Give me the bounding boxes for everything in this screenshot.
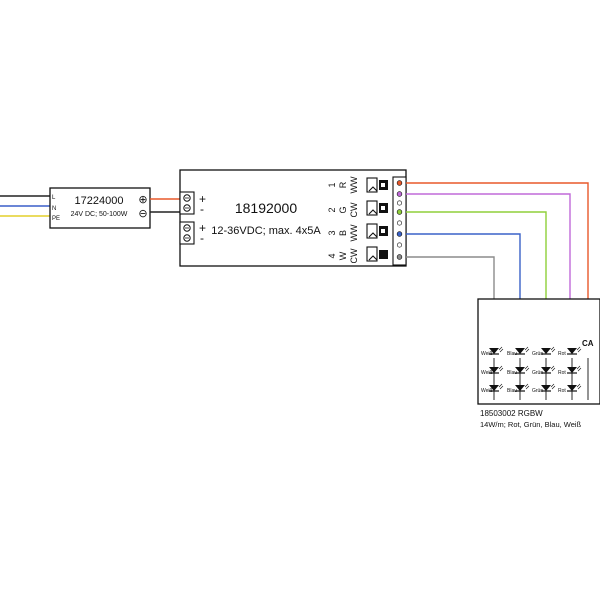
- strip-part-number: 18503002 RGBW: [480, 409, 543, 418]
- input-minus-bottom: -: [200, 231, 204, 245]
- controller-part-number: 18192000: [235, 200, 298, 216]
- led-diode: [515, 346, 530, 355]
- psu-spec: 24V DC; 50-100W: [71, 211, 128, 218]
- led-label-blau-2: Blau: [507, 370, 517, 376]
- led-diode: [567, 383, 582, 392]
- terminal-pin-2: [396, 191, 403, 197]
- channel-3-label: 3: [327, 230, 337, 235]
- channel-1-label: 1: [327, 182, 337, 187]
- switch-channel-1[interactable]: [366, 177, 388, 193]
- switch-channel-2[interactable]: [366, 200, 388, 216]
- input-terminal-top: [179, 191, 195, 215]
- terminal-pin-4: [396, 231, 403, 237]
- channel-2-code: G: [338, 206, 348, 213]
- led-diode: [489, 365, 504, 374]
- psu-part-number: 17224000: [75, 195, 124, 207]
- controller-spec: 12-36VDC; max. 4x5A: [211, 225, 321, 237]
- led-label-weiss-2: Weiß: [481, 370, 493, 376]
- led-diode: [489, 383, 504, 392]
- controller-box: [179, 169, 407, 267]
- led-strip: CA Weiß Blau Grün Rot Weiß Blau Grün Rot…: [477, 298, 600, 429]
- channel-labels: 1 R WW 2 G CW 3 B WW 4 W CW: [327, 176, 359, 263]
- mains-label-pe: PE: [52, 216, 60, 222]
- common-anode-label: CA: [582, 339, 594, 348]
- switch-channel-4[interactable]: [366, 246, 388, 262]
- output-terminal: [392, 176, 407, 266]
- channel-4-label: 4: [327, 253, 337, 258]
- input-terminal-bottom: [179, 221, 195, 245]
- terminal-pin-1: [396, 180, 403, 186]
- led-label-weiss-3: Weiß: [481, 388, 493, 394]
- led-label-gruen-3: Grün: [532, 388, 543, 394]
- led-label-weiss-1: Weiß: [481, 351, 493, 357]
- power-supply: L N PE 17224000 24V DC; 50-100W ⊕ ⊖: [49, 187, 151, 229]
- led-diode: [515, 365, 530, 374]
- mains-label-n: N: [52, 206, 56, 212]
- led-diode: [541, 383, 556, 392]
- led-label-rot-2: Rot: [558, 370, 566, 376]
- dc-wires: [150, 198, 180, 213]
- led-diode: [541, 365, 556, 374]
- controller: + - + - 18192000 12-36VDC; max. 4x5A 1 R…: [179, 169, 407, 267]
- switch-channel-3[interactable]: [366, 223, 388, 239]
- led-diode: [489, 346, 504, 355]
- channel-3-mode: WW: [349, 224, 359, 241]
- channel-switches: [366, 177, 388, 262]
- led-diode: [567, 346, 582, 355]
- channel-1-mode: WW: [349, 176, 359, 193]
- channel-2-mode: CW: [349, 202, 359, 217]
- psu-plus-symbol: ⊕: [138, 194, 147, 206]
- led-label-gruen-2: Grün: [532, 370, 543, 376]
- led-diode: [567, 365, 582, 374]
- led-diode: [515, 383, 530, 392]
- led-label-gruen-1: Grün: [532, 351, 543, 357]
- led-diode: [541, 346, 556, 355]
- led-grid: [489, 346, 589, 400]
- channel-3-code: B: [338, 230, 348, 236]
- led-column-labels: Weiß Blau Grün Rot Weiß Blau Grün Rot We…: [481, 351, 566, 394]
- channel-4-code: W: [338, 251, 348, 260]
- power-supply-box: [49, 187, 151, 229]
- input-minus-top: -: [200, 202, 204, 216]
- led-strip-box: [477, 298, 600, 405]
- terminal-pin-3: [396, 209, 403, 215]
- psu-minus-symbol: ⊖: [138, 208, 147, 220]
- led-label-blau-3: Blau: [507, 388, 517, 394]
- led-label-rot-1: Rot: [558, 351, 566, 357]
- input-plus-bottom: +: [199, 221, 206, 235]
- input-plus-top: +: [199, 192, 206, 206]
- terminal-pin-5: [396, 254, 403, 260]
- channel-4-mode: CW: [349, 248, 359, 263]
- channel-1-code: R: [338, 181, 348, 188]
- mains-wires: [0, 195, 50, 217]
- led-label-blau-1: Blau: [507, 351, 517, 357]
- channel-2-label: 2: [327, 207, 337, 212]
- strip-spec: 14W/m; Rot, Grün, Blau, Weiß: [480, 420, 582, 429]
- led-label-rot-3: Rot: [558, 388, 566, 394]
- mains-label-l: L: [52, 195, 56, 201]
